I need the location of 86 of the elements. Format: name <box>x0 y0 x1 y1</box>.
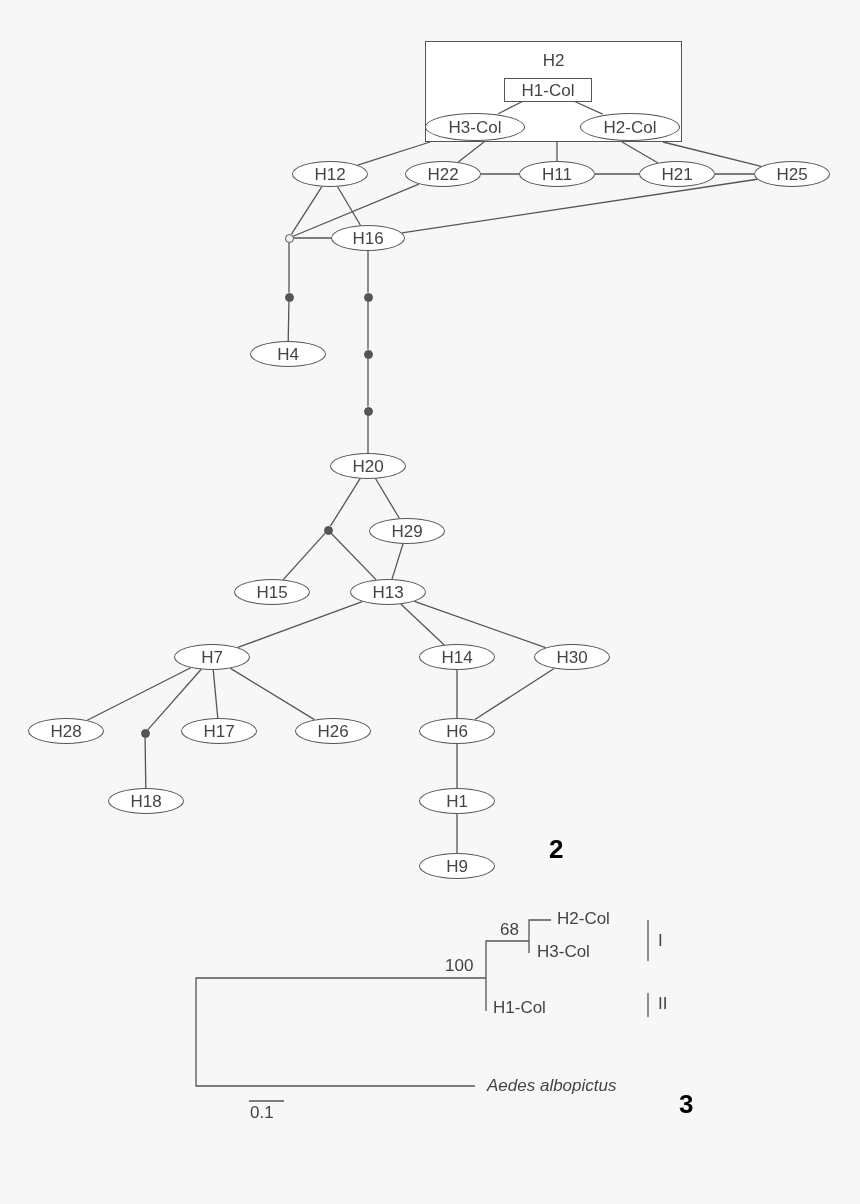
haplotype-label: H17 <box>203 722 235 740</box>
haplotype-ellipse <box>350 579 426 605</box>
connector-line <box>400 603 445 646</box>
scale-value: 0.1 <box>250 1103 274 1123</box>
haplotype-label: H14 <box>441 648 473 666</box>
haplotype-label: H6 <box>446 722 468 740</box>
haplotype-ellipse <box>292 161 368 187</box>
haplotype-label: H30 <box>556 648 588 666</box>
connector-line <box>292 183 420 237</box>
haplotype-label: H22 <box>427 165 459 183</box>
connector-line <box>147 668 202 731</box>
median-vector-dot <box>140 728 150 738</box>
connector-line <box>288 241 290 294</box>
haplotype-label: H18 <box>130 792 162 810</box>
tip-label: H3-Col <box>537 942 590 962</box>
haplotype-label: H12 <box>314 165 346 183</box>
clade-label: I <box>658 931 663 951</box>
haplotype-label: H2-Col <box>603 118 657 136</box>
haplotype-label: H1 <box>446 792 468 810</box>
connector-line <box>212 669 219 719</box>
connector-line <box>456 743 458 789</box>
haplotype-label: H16 <box>352 229 384 247</box>
haplotype-label: H1-Col <box>521 81 575 99</box>
tip-label: H1-Col <box>493 998 546 1018</box>
haplotype-label: H7 <box>201 648 223 666</box>
connector-line <box>556 141 558 162</box>
connector-line <box>86 667 192 721</box>
connector-line <box>480 173 520 175</box>
connector-line <box>357 141 431 166</box>
haplotype-box <box>504 78 592 102</box>
connector-line <box>594 173 640 175</box>
haplotype-ellipse <box>425 113 525 141</box>
clade-label: II <box>658 994 668 1014</box>
haplotype-label: H9 <box>446 857 468 875</box>
connector-line <box>329 478 361 527</box>
tip-label: H2-Col <box>557 909 610 929</box>
haplotype-ellipse <box>331 225 405 251</box>
connector-line <box>282 532 326 581</box>
haplotype-ellipse <box>754 161 830 187</box>
haplotype-label: H2 <box>542 52 565 69</box>
connector-line <box>290 186 323 235</box>
connector-line <box>375 478 400 519</box>
connector-line <box>456 813 458 854</box>
connector-line <box>367 357 369 408</box>
tip-label: Aedes albopictus <box>487 1076 617 1096</box>
connector-line <box>287 300 290 342</box>
haplotype-label: H3-Col <box>448 118 502 136</box>
haplotype-ellipse <box>639 161 715 187</box>
haplotype-label: H29 <box>391 522 423 540</box>
haplotype-ellipse <box>580 113 680 141</box>
median-vector-dot <box>284 292 294 302</box>
connector-line <box>456 669 458 719</box>
haplotype-label: H26 <box>317 722 349 740</box>
connector-line <box>413 600 547 649</box>
haplotype-label: H20 <box>352 457 384 475</box>
haplotype-label: H4 <box>277 345 299 363</box>
haplotype-group-box <box>425 41 682 142</box>
connector-line <box>367 300 369 351</box>
connector-line <box>367 414 369 454</box>
haplotype-label: H21 <box>661 165 693 183</box>
connector-line <box>497 100 524 115</box>
haplotype-label: H25 <box>776 165 808 183</box>
panel-number: 3 <box>679 1088 694 1120</box>
connector-line <box>237 600 363 649</box>
bootstrap-value: 68 <box>500 920 519 940</box>
connector-line <box>662 141 762 167</box>
median-vector-dot <box>323 525 333 535</box>
connector-line <box>336 186 362 226</box>
connector-line <box>367 250 369 294</box>
connector-line <box>714 173 755 175</box>
median-vector-dot <box>363 292 373 302</box>
haplotype-ellipse <box>534 644 610 670</box>
haplotype-label: H11 <box>542 165 572 183</box>
connector-line <box>144 736 147 789</box>
haplotype-label: H28 <box>50 722 82 740</box>
haplotype-ellipse <box>174 644 250 670</box>
connector-line <box>457 141 485 163</box>
haplotype-label: H13 <box>372 583 404 601</box>
connector-line <box>391 543 404 580</box>
median-vector-dot <box>363 349 373 359</box>
panel-number: 2 <box>549 833 564 865</box>
median-vector-dot <box>363 406 373 416</box>
bootstrap-value: 100 <box>445 956 474 976</box>
connector-line <box>330 532 377 581</box>
connector-line <box>292 237 332 239</box>
haplotype-label: H15 <box>256 583 288 601</box>
